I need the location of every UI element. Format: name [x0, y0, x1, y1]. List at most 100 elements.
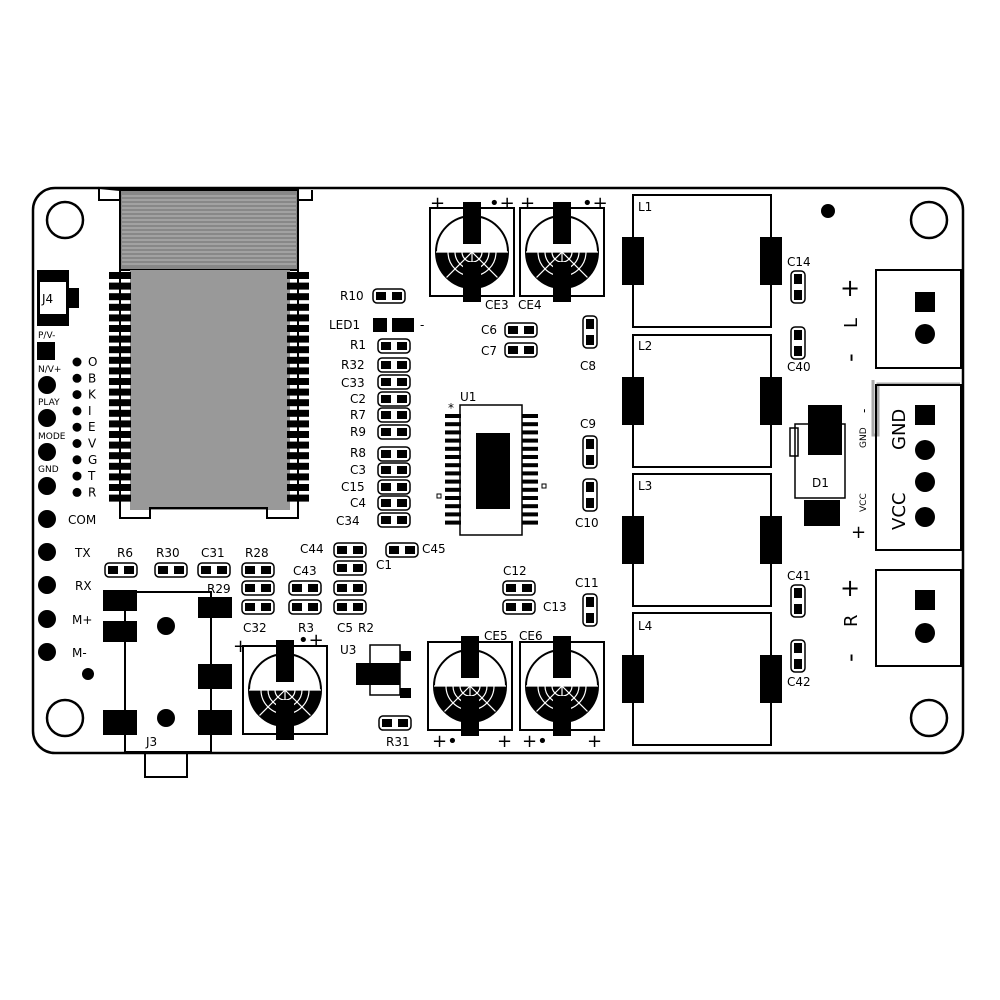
module-pad — [109, 409, 131, 417]
r2-label: R2 — [358, 621, 374, 635]
rc-part — [377, 512, 411, 528]
mounting-hole-br — [909, 698, 949, 738]
pin-mplus-pad — [38, 610, 56, 628]
module-pad — [287, 494, 309, 502]
mounting-hole-bl — [45, 698, 85, 738]
r9-label: R9 — [350, 425, 366, 439]
rc-part — [377, 357, 411, 373]
letter-dot — [72, 439, 82, 448]
r3-label: R3 — [298, 621, 314, 635]
u1-pin — [522, 520, 538, 525]
c12-label: C12 — [503, 564, 527, 578]
r6-label: R6 — [117, 546, 133, 560]
c2-label: C2 — [350, 392, 366, 406]
module-pad — [287, 325, 309, 332]
module-pad — [109, 282, 131, 290]
c42-label: C42 — [787, 675, 811, 689]
mounting-holes — [45, 200, 949, 738]
r29-label: R29 — [207, 582, 231, 596]
module-pad — [109, 441, 131, 449]
letter-dot — [72, 357, 82, 367]
mounting-hole-tr — [909, 200, 949, 240]
inductor-3 — [622, 473, 782, 607]
u1-pin — [445, 504, 461, 509]
pin-play-label: PLAY — [38, 398, 60, 408]
c32-cap — [242, 640, 328, 740]
ce5-plus-mark: + — [497, 731, 512, 752]
component-labels: R10 LED1 - R1 R32 C33 C2 R7 R9 R8 C3 C15… — [117, 193, 811, 752]
u1-pin — [445, 520, 461, 525]
ce3-cap — [429, 202, 515, 302]
u1-pin — [522, 512, 538, 517]
c1-label: C1 — [376, 558, 392, 572]
letter-g: G — [88, 453, 97, 467]
u1-pin — [522, 479, 538, 484]
pin-nv-pad — [38, 376, 56, 394]
bt-module — [98, 186, 313, 519]
pin-play-pad — [38, 409, 56, 427]
u1-pin — [445, 430, 461, 435]
terminal-power: GND VCC GND - VCC + — [851, 380, 962, 551]
pin-gnd-label: GND — [38, 465, 59, 475]
module-pad — [109, 494, 131, 502]
module-pad — [287, 335, 309, 343]
module-pad — [287, 388, 309, 396]
u3-label: U3 — [340, 643, 356, 657]
rc-part — [377, 479, 411, 495]
c11-part — [582, 593, 598, 627]
r10-label: R10 — [340, 289, 364, 303]
r32-label: R32 — [341, 358, 365, 372]
pin-tx-pad — [38, 543, 56, 561]
rc-part — [377, 446, 411, 462]
r8-label: R8 — [350, 446, 366, 460]
c6-label: C6 — [481, 323, 497, 337]
module-pad — [287, 314, 309, 322]
pin-pv-label: P/V- — [38, 331, 55, 341]
pin1-marker: * — [448, 401, 454, 415]
pin-mminus-label: M- — [72, 646, 87, 660]
c14-part — [790, 270, 806, 304]
u1-pin — [445, 422, 461, 427]
module-pad — [109, 473, 131, 481]
rc-part — [377, 338, 411, 354]
module-pad — [287, 452, 309, 460]
c34-label: C34 — [336, 514, 360, 528]
pin-nv-label: N/V+ — [38, 365, 61, 375]
pin-tx-label: TX — [74, 546, 91, 560]
rc-part — [377, 391, 411, 407]
c40-part — [790, 326, 806, 360]
ce5-label: CE5 — [484, 629, 508, 643]
module-pad — [109, 314, 131, 322]
u1-pin — [522, 504, 538, 509]
c32-label: C32 — [243, 621, 267, 635]
module-pad — [287, 431, 309, 438]
module-pad — [287, 367, 309, 375]
letter-dot — [72, 471, 82, 481]
gnd-big-label: GND — [889, 409, 910, 450]
u1-pin — [522, 455, 538, 459]
c32-dotplus-mark: •+ — [298, 630, 324, 651]
module-pad — [109, 399, 131, 407]
rc-part — [377, 407, 411, 423]
small-pad — [82, 668, 94, 680]
c7-label: C7 — [481, 344, 497, 358]
u1-pin — [445, 414, 461, 418]
c9a-part — [582, 435, 598, 469]
rc-part — [377, 374, 411, 390]
u1-pin — [522, 430, 538, 435]
vcc-small-label: VCC — [859, 493, 869, 512]
r-letter-label: R — [841, 614, 862, 627]
l-minus-label: - — [836, 353, 864, 362]
r10-part — [372, 288, 406, 304]
ce5-plusdot-mark: +• — [432, 731, 458, 752]
r2-part — [333, 599, 367, 615]
c14-label: C14 — [787, 255, 811, 269]
c6-part — [504, 322, 538, 338]
letter-o: O — [88, 355, 97, 369]
c5-label: C5 — [337, 621, 353, 635]
small-parts — [104, 270, 806, 731]
module-pad — [109, 356, 131, 364]
c31-label: C31 — [201, 546, 225, 560]
l-letter-label: L — [841, 318, 862, 328]
